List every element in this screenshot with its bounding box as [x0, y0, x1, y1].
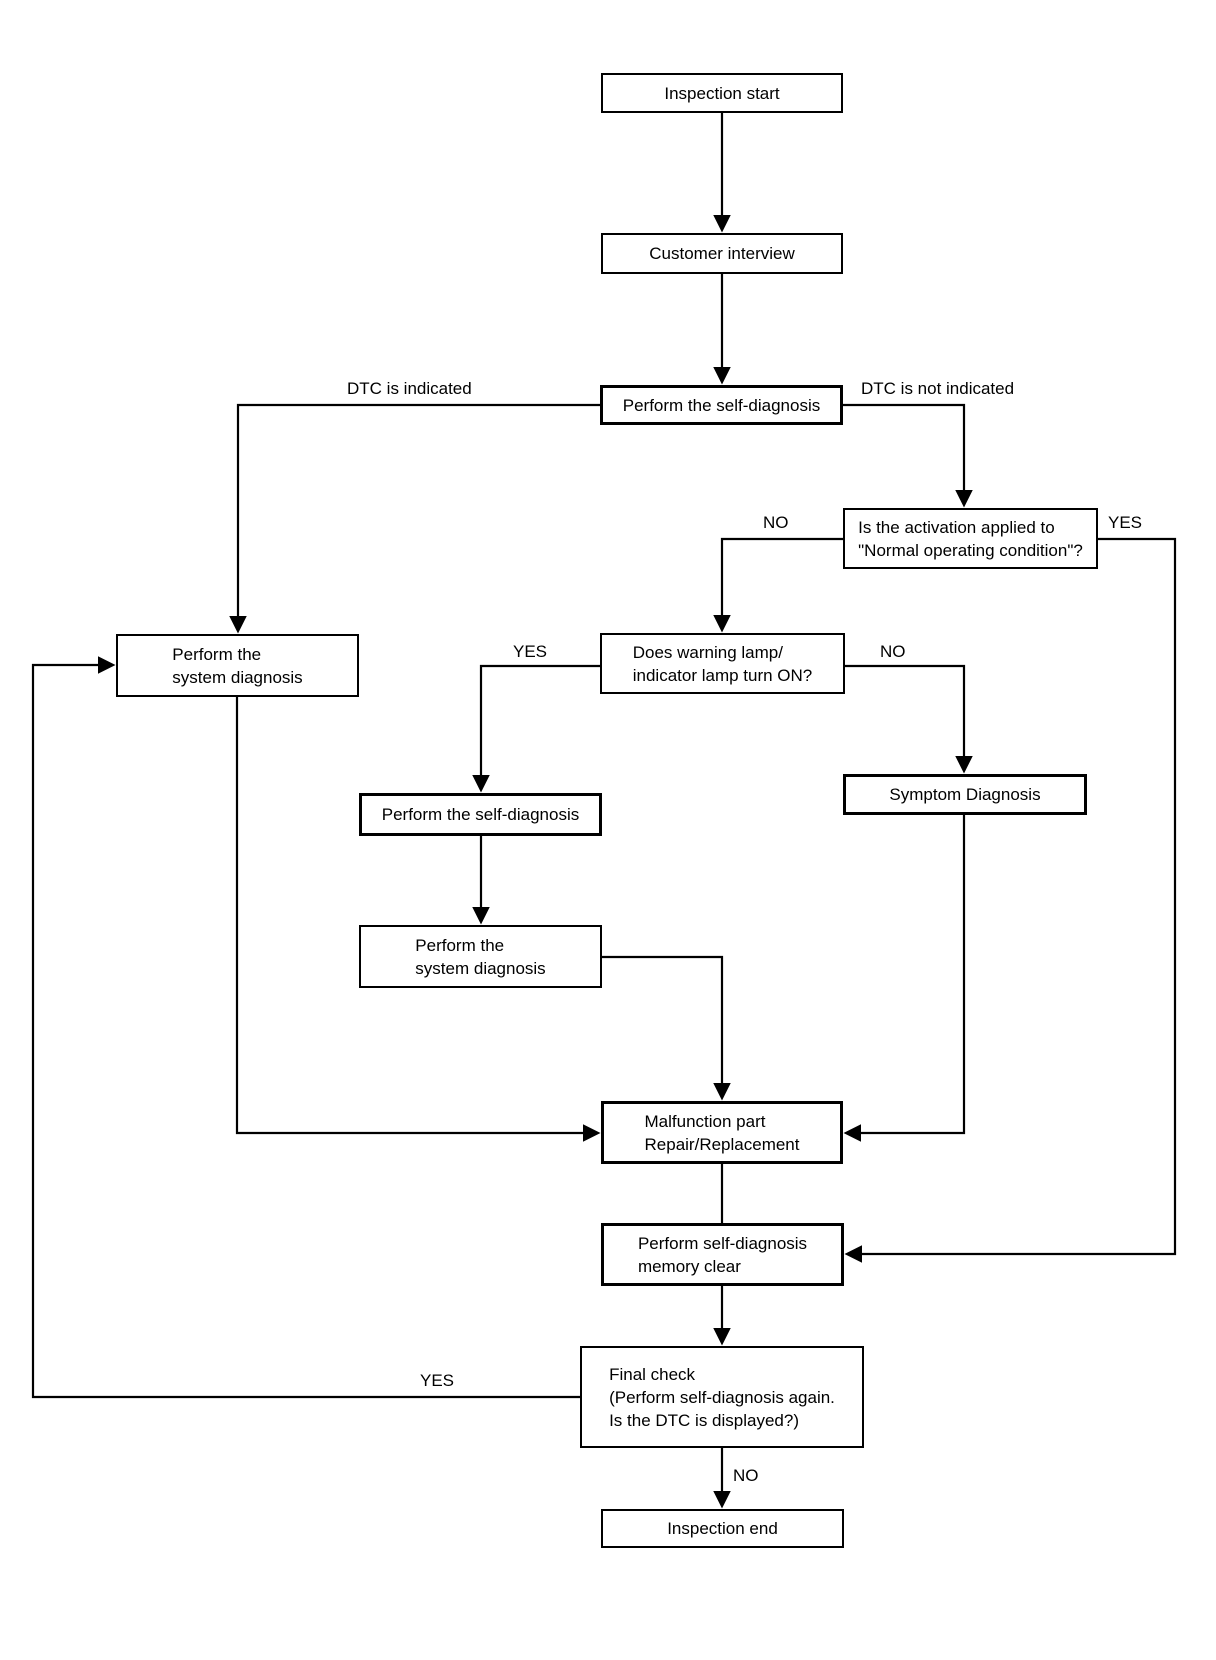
edge-label-warning-no: NO [880, 642, 906, 661]
edge-activation-yes [844, 537, 1177, 1263]
edge-label-activation-yes: YES [1108, 513, 1143, 532]
node-symptom-diagnosis: Symptom Diagnosis [843, 774, 1087, 815]
edge-label-final-check-yes: YES [420, 1371, 455, 1390]
edge-label-warning-yes: YES [513, 642, 548, 661]
node-activation-check-label: Is the activation applied to "Normal ope… [858, 517, 1083, 560]
node-perform-self-diagnosis: Perform the self-diagnosis [600, 385, 843, 425]
node-customer-interview-label: Customer interview [649, 244, 795, 263]
node-symptom-diagnosis-label: Symptom Diagnosis [889, 785, 1041, 804]
edge-label-activation-no: NO [763, 513, 789, 532]
node-self-diagnosis-mid: Perform the self-diagnosis [359, 793, 602, 836]
node-activation-check: Is the activation applied to "Normal ope… [843, 508, 1098, 569]
node-inspection-start-label: Inspection start [664, 83, 780, 103]
node-system-diagnosis-mid-label: Perform the system diagnosis [415, 935, 546, 978]
node-inspection-end-label: Inspection end [667, 1519, 778, 1538]
edge-sysdiag-mid-to-malfunction [602, 955, 731, 1101]
node-system-diagnosis-mid: Perform the system diagnosis [359, 925, 602, 988]
edge-activation-no [713, 537, 843, 633]
node-final-check: Final check (Perform self-diagnosis agai… [580, 1346, 864, 1448]
node-memory-clear: Perform self-diagnosis memory clear [601, 1223, 844, 1286]
edge-label-dtc-not-indicated: DTC is not indicated [861, 379, 1015, 398]
edge-sysdiag-left-to-malfunction [235, 697, 601, 1142]
node-malfunction-repair-label: Malfunction part Repair/Replacement [644, 1111, 800, 1154]
node-system-diagnosis-left-label: Perform the system diagnosis [172, 644, 303, 687]
edge-dtc-indicated [229, 403, 600, 634]
node-inspection-end: Inspection end [601, 1509, 844, 1548]
node-self-diagnosis-mid-label: Perform the self-diagnosis [381, 805, 580, 824]
edge-warning-yes [472, 664, 600, 793]
node-memory-clear-label: Perform self-diagnosis memory clear [637, 1233, 808, 1276]
edge-finalcheck-yes-loop [31, 656, 580, 1399]
node-inspection-start: Inspection start [601, 73, 843, 113]
edge-dtc-not-indicated [843, 403, 973, 508]
edge-label-dtc-indicated: DTC is indicated [347, 379, 472, 398]
node-system-diagnosis-left: Perform the system diagnosis [116, 634, 359, 697]
edge-symptom-to-malfunction [843, 815, 966, 1142]
node-customer-interview: Customer interview [601, 233, 843, 274]
node-malfunction-repair: Malfunction part Repair/Replacement [601, 1101, 843, 1164]
node-final-check-label: Final check (Perform self-diagnosis agai… [609, 1364, 835, 1430]
node-perform-self-diagnosis-label: Perform the self-diagnosis [622, 395, 821, 415]
edge-label-final-check-no: NO [733, 1466, 759, 1485]
edge-warning-no [845, 664, 973, 774]
node-warning-lamp-check-label: Does warning lamp/ indicator lamp turn O… [632, 642, 813, 685]
node-warning-lamp-check: Does warning lamp/ indicator lamp turn O… [600, 633, 845, 694]
